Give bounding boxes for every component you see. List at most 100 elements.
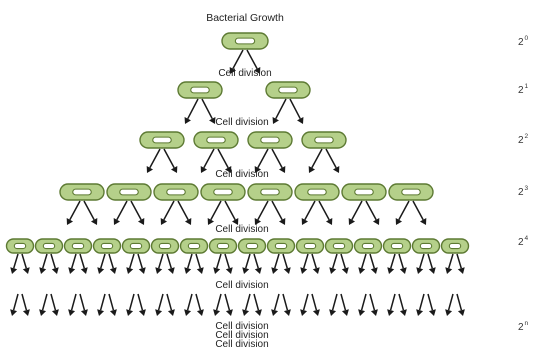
- cell-core: [120, 189, 138, 195]
- arrow-shaft: [84, 201, 94, 220]
- power-label-2^1: 21: [518, 83, 529, 96]
- division-arrow: [126, 294, 134, 316]
- arrow-head: [213, 309, 220, 316]
- division-arrow: [155, 294, 163, 316]
- bacterium-cell: [389, 184, 433, 200]
- arrow-head: [10, 309, 17, 316]
- arrow-head: [371, 309, 378, 316]
- bacterium-cell: [295, 184, 339, 200]
- division-arrow: [254, 294, 262, 316]
- power-exponent: 4: [525, 235, 529, 242]
- arrow-shaft: [218, 149, 228, 168]
- cell-core: [308, 189, 326, 195]
- division-arrow: [138, 254, 146, 274]
- cell-core: [167, 189, 185, 195]
- bacterium-cell: [65, 239, 92, 253]
- arrow-shaft: [159, 294, 163, 310]
- arrow-shaft: [167, 294, 171, 310]
- arrow-head: [242, 309, 249, 316]
- arrow-shaft: [188, 99, 198, 119]
- arrow-shaft: [43, 294, 47, 310]
- division-arrow: [283, 294, 291, 316]
- division-arrow: [178, 201, 191, 225]
- division-arrow: [319, 201, 332, 225]
- power-base: 2: [518, 237, 524, 248]
- division-arrow: [271, 254, 279, 274]
- arrow-shaft: [109, 254, 113, 268]
- arrow-head: [300, 309, 307, 316]
- arrow-head: [400, 309, 407, 316]
- arrow-shaft: [211, 201, 221, 220]
- bacterium-cell: [266, 82, 310, 98]
- arrow-shaft: [159, 254, 163, 268]
- arrow-shaft: [333, 294, 337, 310]
- cell-core: [304, 243, 315, 248]
- division-arrow: [213, 294, 221, 316]
- division-arrow: [428, 294, 436, 316]
- cell-core: [261, 189, 279, 195]
- arrow-shaft: [420, 254, 424, 268]
- division-arrow: [416, 294, 424, 316]
- cell-core: [214, 189, 232, 195]
- division-label-2: Cell division: [215, 117, 268, 128]
- bottom-division-label-3: Cell division: [215, 339, 268, 348]
- arrow-shaft: [362, 254, 366, 268]
- arrow-shaft: [196, 294, 200, 310]
- division-arrow: [396, 201, 409, 225]
- division-arrow: [272, 201, 285, 225]
- arrow-shaft: [225, 254, 229, 268]
- bacterium-cell: [154, 184, 198, 200]
- division-arrow: [126, 254, 134, 274]
- division-arrow: [329, 254, 337, 274]
- division-arrow: [445, 294, 453, 316]
- arrow-shaft: [14, 294, 18, 310]
- arrow-shaft: [333, 254, 337, 268]
- arrow-head: [226, 309, 233, 316]
- arrow-shaft: [150, 149, 160, 168]
- power-label-2^3: 23: [518, 185, 529, 198]
- cell-core: [191, 87, 209, 93]
- cell-core: [235, 38, 254, 44]
- bacterium-cell: [268, 239, 295, 253]
- arrow-shaft: [275, 254, 279, 268]
- cell-core: [72, 243, 83, 248]
- arrow-shaft: [399, 254, 403, 268]
- division-arrow: [399, 294, 407, 316]
- arrow-head: [358, 309, 365, 316]
- arrow-shaft: [275, 294, 279, 310]
- division-arrow: [271, 294, 279, 316]
- arrow-head: [23, 309, 30, 316]
- arrow-shaft: [370, 254, 374, 268]
- division-arrow: [300, 294, 308, 316]
- arrow-shaft: [391, 254, 395, 268]
- diagram-title: Bacterial Growth: [206, 12, 284, 24]
- arrow-head: [387, 309, 394, 316]
- arrow-shaft: [272, 201, 282, 220]
- division-arrow: [22, 254, 30, 274]
- division-arrow: [283, 254, 291, 274]
- arrow-shaft: [362, 294, 366, 310]
- bacterium-cell: [248, 184, 292, 200]
- arrow-shaft: [341, 254, 345, 268]
- arrow-shaft: [457, 294, 461, 310]
- next-generation-arrows: [10, 294, 465, 316]
- arrow-shaft: [225, 294, 229, 310]
- division-arrow: [10, 254, 18, 274]
- cell-core: [207, 137, 225, 143]
- arrow-head: [81, 309, 88, 316]
- arrow-head: [329, 309, 336, 316]
- arrow-shaft: [305, 201, 315, 220]
- arrow-head: [68, 309, 75, 316]
- arrow-shaft: [366, 201, 376, 220]
- generation-row-4: [7, 239, 469, 274]
- arrow-shaft: [428, 254, 432, 268]
- cell-core: [43, 243, 54, 248]
- arrow-shaft: [449, 254, 453, 268]
- bacterium-cell: [107, 184, 151, 200]
- arrow-shaft: [283, 254, 287, 268]
- division-arrow: [164, 149, 177, 173]
- arrow-shaft: [80, 254, 84, 268]
- generation-power-labels: 20212223242n: [518, 35, 529, 333]
- arrow-shaft: [14, 254, 18, 268]
- division-arrow: [202, 99, 215, 124]
